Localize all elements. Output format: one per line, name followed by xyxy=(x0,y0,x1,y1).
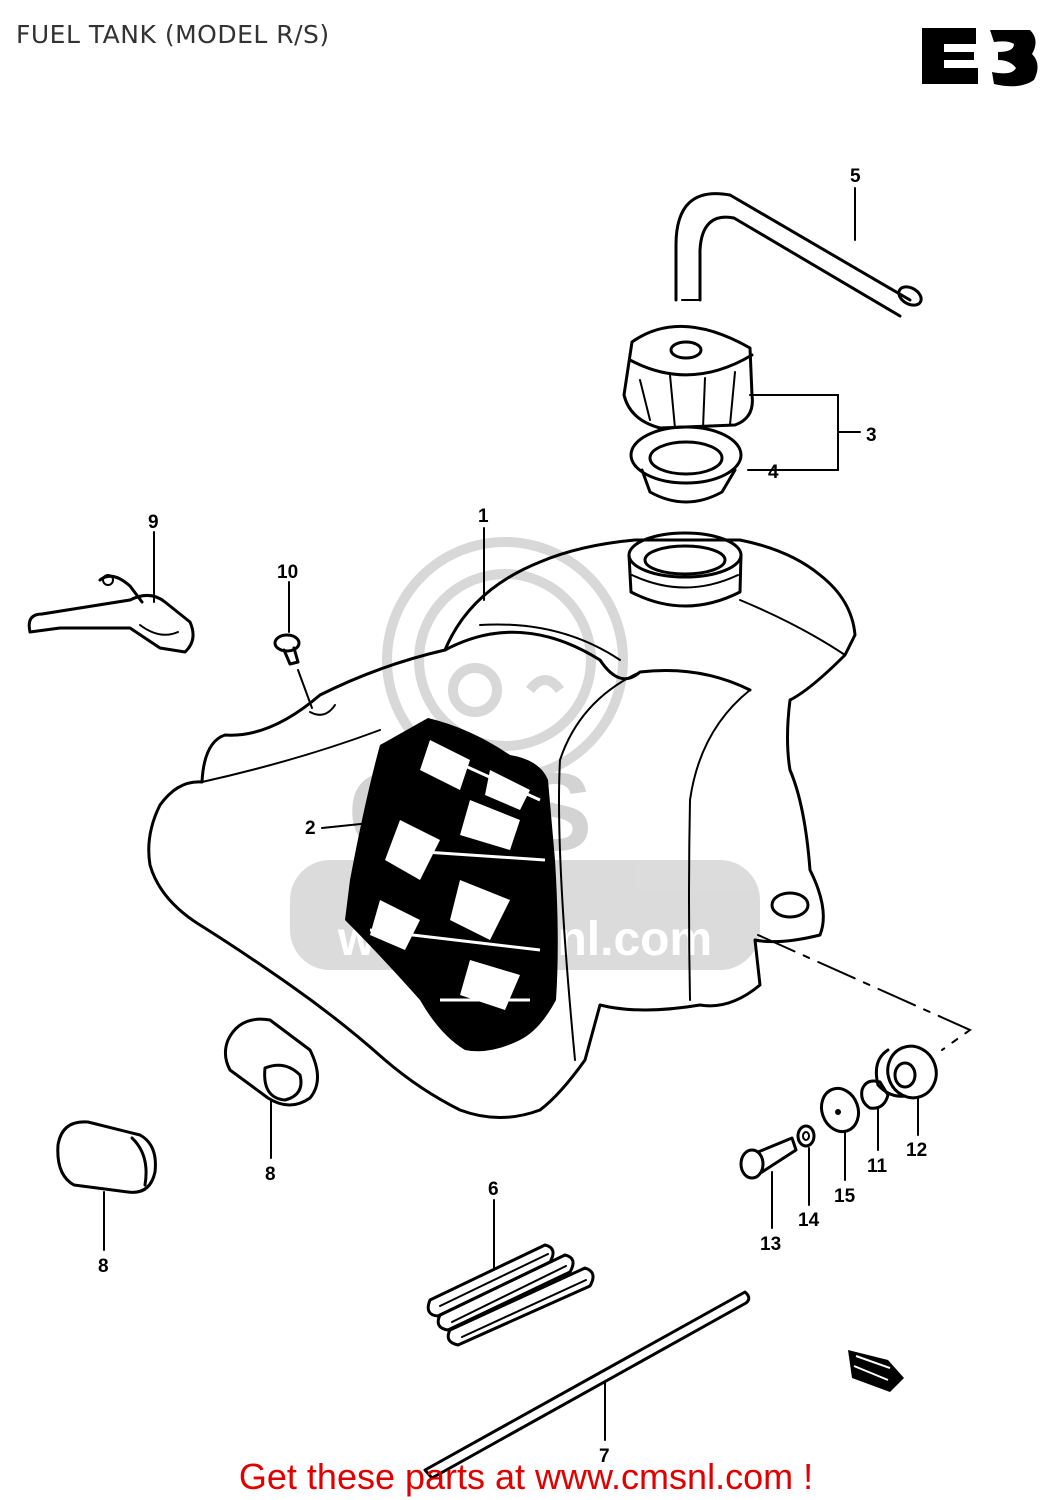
callout-9: 9 xyxy=(148,512,159,533)
breather-hose xyxy=(674,192,923,318)
callout-11: 11 xyxy=(867,1156,888,1177)
callout-5: 5 xyxy=(850,166,861,187)
leader-lines xyxy=(103,187,919,1441)
rubber-strips xyxy=(426,1243,595,1347)
assembly-line xyxy=(757,934,972,1051)
bolt xyxy=(739,1136,798,1180)
callout-14: 14 xyxy=(798,1210,820,1231)
callout-2: 2 xyxy=(305,818,316,839)
fuel-cap xyxy=(622,325,754,430)
callout-13: 13 xyxy=(760,1234,781,1255)
callout-10: 10 xyxy=(277,562,298,583)
page-title: FUEL TANK (MODEL R/S) xyxy=(16,20,330,49)
callout-8-lower: 8 xyxy=(98,1256,109,1277)
front-arrow xyxy=(848,1350,904,1392)
tank-emblem xyxy=(345,718,558,1052)
callout-labels: 5 3 4 1 9 10 2 8 8 6 7 13 14 15 11 12 xyxy=(98,166,927,1467)
mounting-screw xyxy=(273,633,301,666)
tank-strap xyxy=(423,1290,751,1480)
footer-link[interactable]: Get these parts at www.cmsnl.com ! xyxy=(238,1456,814,1497)
region-stamp: E3 xyxy=(922,28,1038,87)
lock-washer xyxy=(796,1124,816,1148)
callout-6: 6 xyxy=(488,1179,499,1200)
grommet xyxy=(874,1044,938,1100)
callout-7: 7 xyxy=(599,1446,610,1467)
callout-4: 4 xyxy=(768,462,779,483)
cushion-lower xyxy=(56,1120,157,1194)
callout-8-upper: 8 xyxy=(265,1164,276,1185)
cushion-upper xyxy=(223,1017,319,1107)
tank-bracket xyxy=(27,574,195,654)
callout-15: 15 xyxy=(834,1186,856,1207)
cap-gasket xyxy=(629,425,743,504)
fuel-tank xyxy=(147,531,857,1119)
callout-1: 1 xyxy=(478,506,489,527)
callout-12: 12 xyxy=(906,1140,927,1161)
callout-3: 3 xyxy=(866,425,877,446)
collar xyxy=(860,1079,890,1110)
washer xyxy=(819,1086,861,1134)
